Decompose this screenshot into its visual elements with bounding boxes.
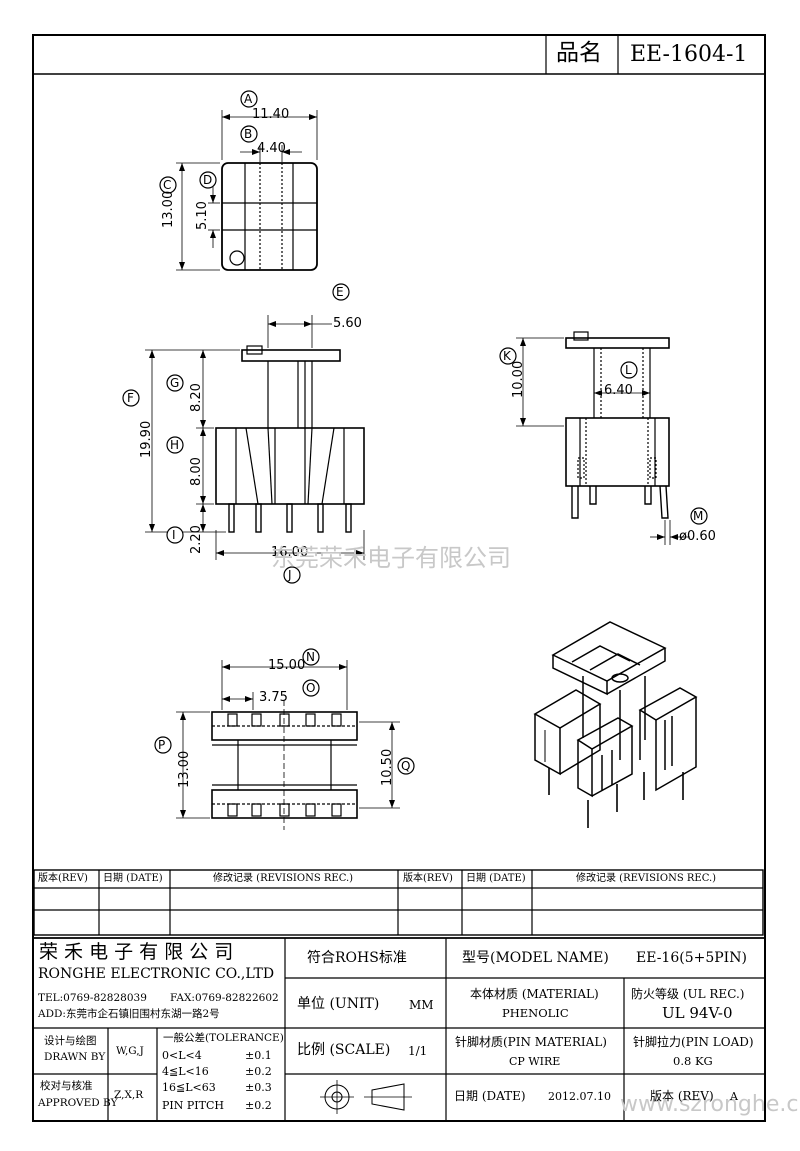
scale-label: 比例 (SCALE) — [297, 1042, 391, 1058]
label-p: P — [158, 738, 166, 752]
pin-material-label: 针脚材质(PIN MATERIAL) — [455, 1035, 607, 1049]
date-header-1: 日期 (DATE) — [103, 873, 163, 884]
tolerance-value-4: ±0.2 — [245, 1099, 272, 1112]
dim-e: 5.60 — [333, 316, 362, 331]
company-address: ADD:东莞市企石镇旧围村东湖一路2号 — [38, 1008, 220, 1020]
label-d: D — [203, 173, 213, 187]
dim-n: 15.00 — [268, 658, 306, 673]
model-value: EE-16(5+5PIN) — [636, 950, 747, 966]
approved-by-en: APPROVED BY — [38, 1097, 118, 1109]
title-block-lines — [33, 937, 765, 1121]
revision-table-lines — [33, 869, 764, 936]
label-i: I — [172, 528, 176, 542]
label-e: E — [336, 285, 344, 299]
label-o: O — [306, 681, 316, 695]
company-name-en: RONGHE ELECTRONIC CO.,LTD — [38, 966, 275, 982]
company-tel: TEL:0769-82828039 — [38, 992, 147, 1004]
rec-header-1: 修改记录 (REVISIONS REC.) — [213, 873, 354, 884]
tolerance-range-3: 16≦L<63 — [162, 1081, 216, 1094]
tolerance-value-1: ±0.1 — [245, 1049, 272, 1062]
dim-k: 10.00 — [511, 360, 526, 398]
unit-label: 单位 (UNIT) — [297, 996, 380, 1012]
rev-header-2: 版本(REV) — [403, 873, 453, 884]
drawn-by-en: DRAWN BY — [44, 1051, 106, 1063]
dim-p: 13.00 — [177, 750, 192, 788]
label-l: L — [625, 363, 632, 377]
dim-o: 3.75 — [259, 690, 288, 705]
tolerance-title: 一般公差(TOLERANCE) — [163, 1032, 284, 1044]
name-label: 品名 — [556, 40, 602, 66]
label-k: K — [503, 349, 511, 363]
tolerance-range-1: 0<L<4 — [162, 1049, 202, 1062]
dim-c: 13.00 — [161, 190, 176, 228]
tolerance-range-2: 4≦L<16 — [162, 1065, 209, 1078]
label-a: A — [244, 92, 253, 106]
dim-g: 8.20 — [189, 383, 204, 412]
material-value: PHENOLIC — [502, 1006, 569, 1020]
label-n: N — [306, 650, 315, 664]
unit-value: MM — [409, 998, 434, 1012]
ul-label: 防火等级 (UL REC.) — [631, 987, 745, 1001]
company-name-cn: 荣 禾 电 子 有 限 公 司 — [39, 941, 234, 963]
tolerance-value-3: ±0.3 — [245, 1081, 272, 1094]
bottom-view — [176, 660, 400, 830]
drawing-frame — [32, 34, 766, 1122]
pin-material-value: CP WIRE — [509, 1055, 561, 1068]
dim-m: ø0.60 — [679, 529, 716, 544]
drawn-by-value: W,G,J — [116, 1045, 144, 1057]
part-number: EE-1604-1 — [630, 42, 748, 67]
rec-header-2: 修改记录 (REVISIONS REC.) — [576, 873, 717, 884]
rohs-compliance: 符合ROHS标准 — [307, 950, 407, 966]
watermark-url: www.szronghe.cn — [620, 1092, 800, 1117]
top-view — [176, 110, 318, 271]
drawn-by-cn: 设计与绘图 — [44, 1035, 97, 1047]
watermark-company: 东莞荣禾电子有限公司 — [271, 544, 511, 572]
dim-l: 6.40 — [604, 383, 633, 398]
ul-value: UL 94V-0 — [662, 1004, 733, 1022]
label-q: Q — [401, 759, 411, 773]
approved-by-cn: 校对与核准 — [40, 1080, 93, 1092]
tolerance-value-2: ±0.2 — [245, 1065, 272, 1078]
side-view — [516, 331, 690, 545]
date-header-2: 日期 (DATE) — [466, 873, 526, 884]
isometric-view — [533, 621, 698, 828]
label-b: B — [244, 127, 253, 141]
rev-header-1: 版本(REV) — [38, 873, 88, 884]
tolerance-range-4: PIN PITCH — [162, 1099, 224, 1112]
rev-label: 版本 (REV) — [650, 1089, 714, 1103]
scale-value: 1/1 — [408, 1044, 428, 1058]
dim-b: 4.40 — [257, 141, 286, 156]
label-g: G — [170, 376, 180, 390]
label-m: M — [693, 509, 704, 523]
dim-i: 2.20 — [189, 525, 204, 554]
dim-d: 5.10 — [195, 201, 210, 230]
pin-load-label: 针脚拉力(PIN LOAD) — [633, 1035, 754, 1049]
dim-a: 11.40 — [252, 107, 290, 122]
model-label: 型号(MODEL NAME) — [462, 950, 609, 966]
dim-q: 10.50 — [380, 748, 395, 786]
approved-by-value: Z,X,R — [114, 1089, 144, 1101]
dim-f: 19.90 — [139, 420, 154, 458]
date-value: 2012.07.10 — [548, 1090, 611, 1103]
rev-value: A — [730, 1090, 738, 1103]
company-fax: FAX:0769-82822602 — [170, 992, 279, 1004]
date-label: 日期 (DATE) — [454, 1089, 526, 1103]
label-f: F — [127, 391, 134, 405]
label-h: H — [170, 438, 180, 452]
dim-j: 16.00 — [271, 545, 309, 560]
material-label: 本体材质 (MATERIAL) — [470, 987, 599, 1001]
front-view — [145, 315, 365, 560]
pin-load-value: 0.8 KG — [673, 1054, 713, 1068]
label-c: C — [163, 178, 172, 192]
label-j: J — [288, 568, 292, 582]
dim-h: 8.00 — [189, 457, 204, 486]
